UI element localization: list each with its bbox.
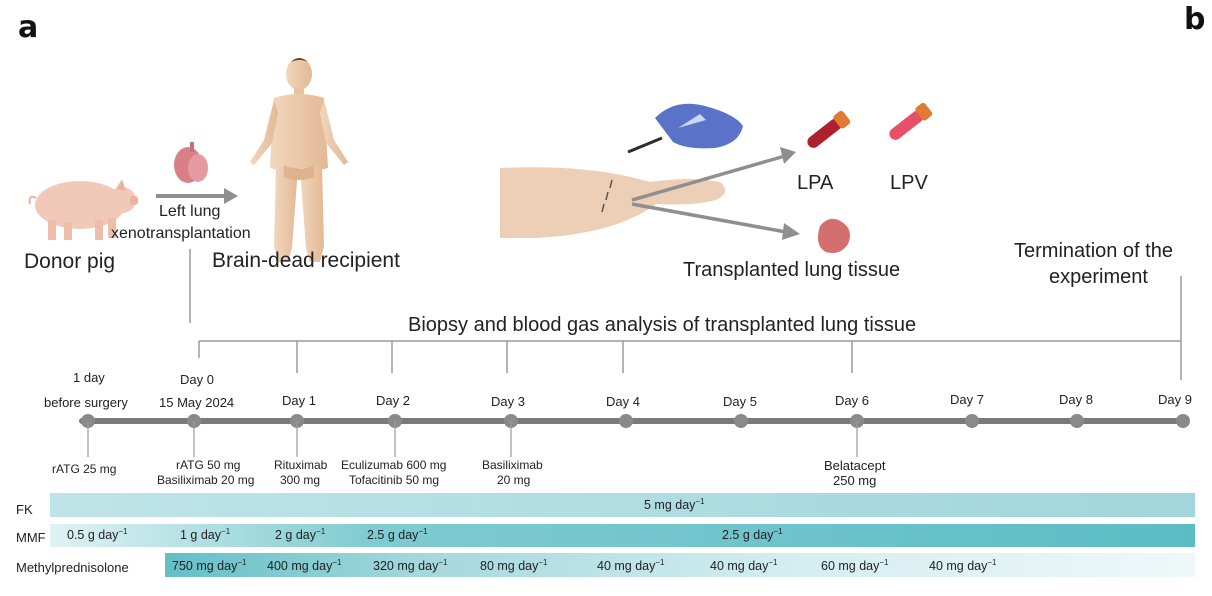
methylprednisolone-row-label: Methylprednisolone [16, 560, 129, 575]
methylprednisolone-dose: 40 mg day−1 [710, 558, 778, 573]
day-label: Day 3 [491, 394, 525, 409]
timeline-axis [79, 414, 1190, 457]
methylprednisolone-dose: 80 mg day−1 [480, 558, 548, 573]
dose-unit-exponent: −1 [221, 527, 231, 536]
mmf-bar [50, 524, 1195, 547]
day-label: Day 6 [835, 393, 869, 408]
drug-day1-line1: Rituximab [274, 458, 328, 472]
dose-text: 40 mg day [710, 559, 769, 574]
dose-text: 2 g day [275, 528, 317, 543]
panel-label-a: a [18, 10, 39, 45]
blood-tube-lpa-icon [807, 110, 851, 148]
dose-unit-exponent: −1 [332, 558, 342, 567]
dose-text: 320 mg day [373, 559, 439, 574]
methylprednisolone-dose: 60 mg day−1 [821, 558, 889, 573]
drug-day3-line2: 20 mg [497, 473, 531, 487]
dose-text: 5 mg day [644, 498, 696, 513]
sampling-arrows [631, 147, 800, 240]
day-label: Day 9 [1158, 392, 1192, 407]
dose-unit-exponent: −1 [237, 558, 247, 567]
drug-day3-line1: Basiliximab [482, 458, 543, 472]
dose-unit-exponent: −1 [773, 527, 783, 536]
dose-unit-exponent: −1 [316, 527, 326, 536]
dose-unit-exponent: −1 [987, 558, 997, 567]
drug-day1-line2: 300 mg [280, 473, 321, 487]
drug-pre: rATG 25 mg [52, 462, 117, 476]
day0-label-line2: 15 May 2024 [159, 395, 235, 410]
gloved-hand-icon [627, 103, 743, 154]
drug-day2-line1: Eculizumab 600 mg [341, 458, 447, 472]
dose-text: 400 mg day [267, 559, 333, 574]
methylprednisolone-dose: 40 mg day−1 [597, 558, 665, 573]
drug-day0-line1: rATG 50 mg [176, 458, 241, 472]
donor-label: Donor pig [24, 250, 116, 273]
human-recipient-icon [250, 58, 348, 262]
methylprednisolone-dose: 40 mg day−1 [929, 558, 997, 573]
methylprednisolone-bar [165, 553, 1195, 577]
methylprednisolone-dose: 750 mg day−1 [172, 558, 246, 573]
dose-text: 2.5 g day [722, 528, 774, 543]
procedure-label-line2: xenotransplantation [111, 225, 251, 242]
recipient-label: Brain-dead recipient [212, 249, 400, 272]
methylprednisolone-dose: 400 mg day−1 [267, 558, 341, 573]
day-label: Day 1 [282, 393, 316, 408]
dose-text: 80 mg day [480, 559, 539, 574]
lung-tissue-icon [818, 218, 850, 253]
lpa-label: LPA [797, 172, 834, 194]
dose-text: 750 mg day [172, 559, 238, 574]
day-label: Day 2 [376, 393, 410, 408]
mmf-row-label: MMF [16, 530, 46, 545]
dose-unit-exponent: −1 [538, 558, 548, 567]
dose-text: 2.5 g day [367, 528, 419, 543]
dose-text: 40 mg day [929, 559, 988, 574]
mmf-dose: 1 g day−1 [180, 527, 230, 542]
dose-unit-exponent: −1 [879, 558, 889, 567]
fk-bar [50, 493, 1195, 517]
dose-text: 0.5 g day [67, 528, 119, 543]
dose-text: 60 mg day [821, 559, 880, 574]
fk-row-label: FK [16, 502, 33, 517]
drug-day2-line2: Tofacitinib 50 mg [349, 473, 440, 487]
biopsy-bracket [198, 340, 1181, 373]
dose-text: 1 g day [180, 528, 222, 543]
pre-day-label-line2: before surgery [44, 395, 128, 410]
dose-unit-exponent: −1 [655, 558, 665, 567]
mmf-dose: 2 g day−1 [275, 527, 325, 542]
day0-label-line1: Day 0 [180, 372, 214, 387]
dose-unit-exponent: −1 [768, 558, 778, 567]
dose-unit-exponent: −1 [695, 497, 705, 506]
termination-label-line2: experiment [1049, 266, 1148, 288]
day-label: Day 8 [1059, 392, 1093, 407]
dose-text: 40 mg day [597, 559, 656, 574]
termination-label-line1: Termination of the [1014, 240, 1173, 262]
panel-label-b: b [1184, 2, 1206, 37]
lpv-label: LPV [890, 172, 928, 194]
dose-unit-exponent: −1 [418, 527, 428, 536]
day-label: Day 5 [723, 394, 757, 409]
blood-tube-lpv-icon [889, 102, 933, 140]
chest-incision-icon [500, 167, 726, 238]
fk-dose: 5 mg day−1 [644, 497, 705, 512]
methylprednisolone-dose: 320 mg day−1 [373, 558, 447, 573]
dose-unit-exponent: −1 [438, 558, 448, 567]
pre-day-label-line1: 1 day [73, 370, 105, 385]
drug-day6-line1: Belatacept [824, 458, 886, 473]
tissue-label: Transplanted lung tissue [683, 259, 901, 281]
drug-day0-line2: Basiliximab 20 mg [157, 473, 255, 487]
transplant-arrow [156, 188, 238, 204]
drug-day6-line2: 250 mg [833, 473, 877, 488]
lung-icon [174, 142, 208, 183]
dose-unit-exponent: −1 [118, 527, 128, 536]
mmf-dose: 2.5 g day−1 [722, 527, 783, 542]
biopsy-label: Biopsy and blood gas analysis of transpl… [408, 314, 917, 336]
day-label: Day 7 [950, 392, 984, 407]
day-label: Day 4 [606, 394, 640, 409]
mmf-dose: 0.5 g day−1 [67, 527, 128, 542]
pig-icon [28, 179, 138, 240]
procedure-label-line1: Left lung [159, 203, 221, 220]
mmf-dose: 2.5 g day−1 [367, 527, 428, 542]
